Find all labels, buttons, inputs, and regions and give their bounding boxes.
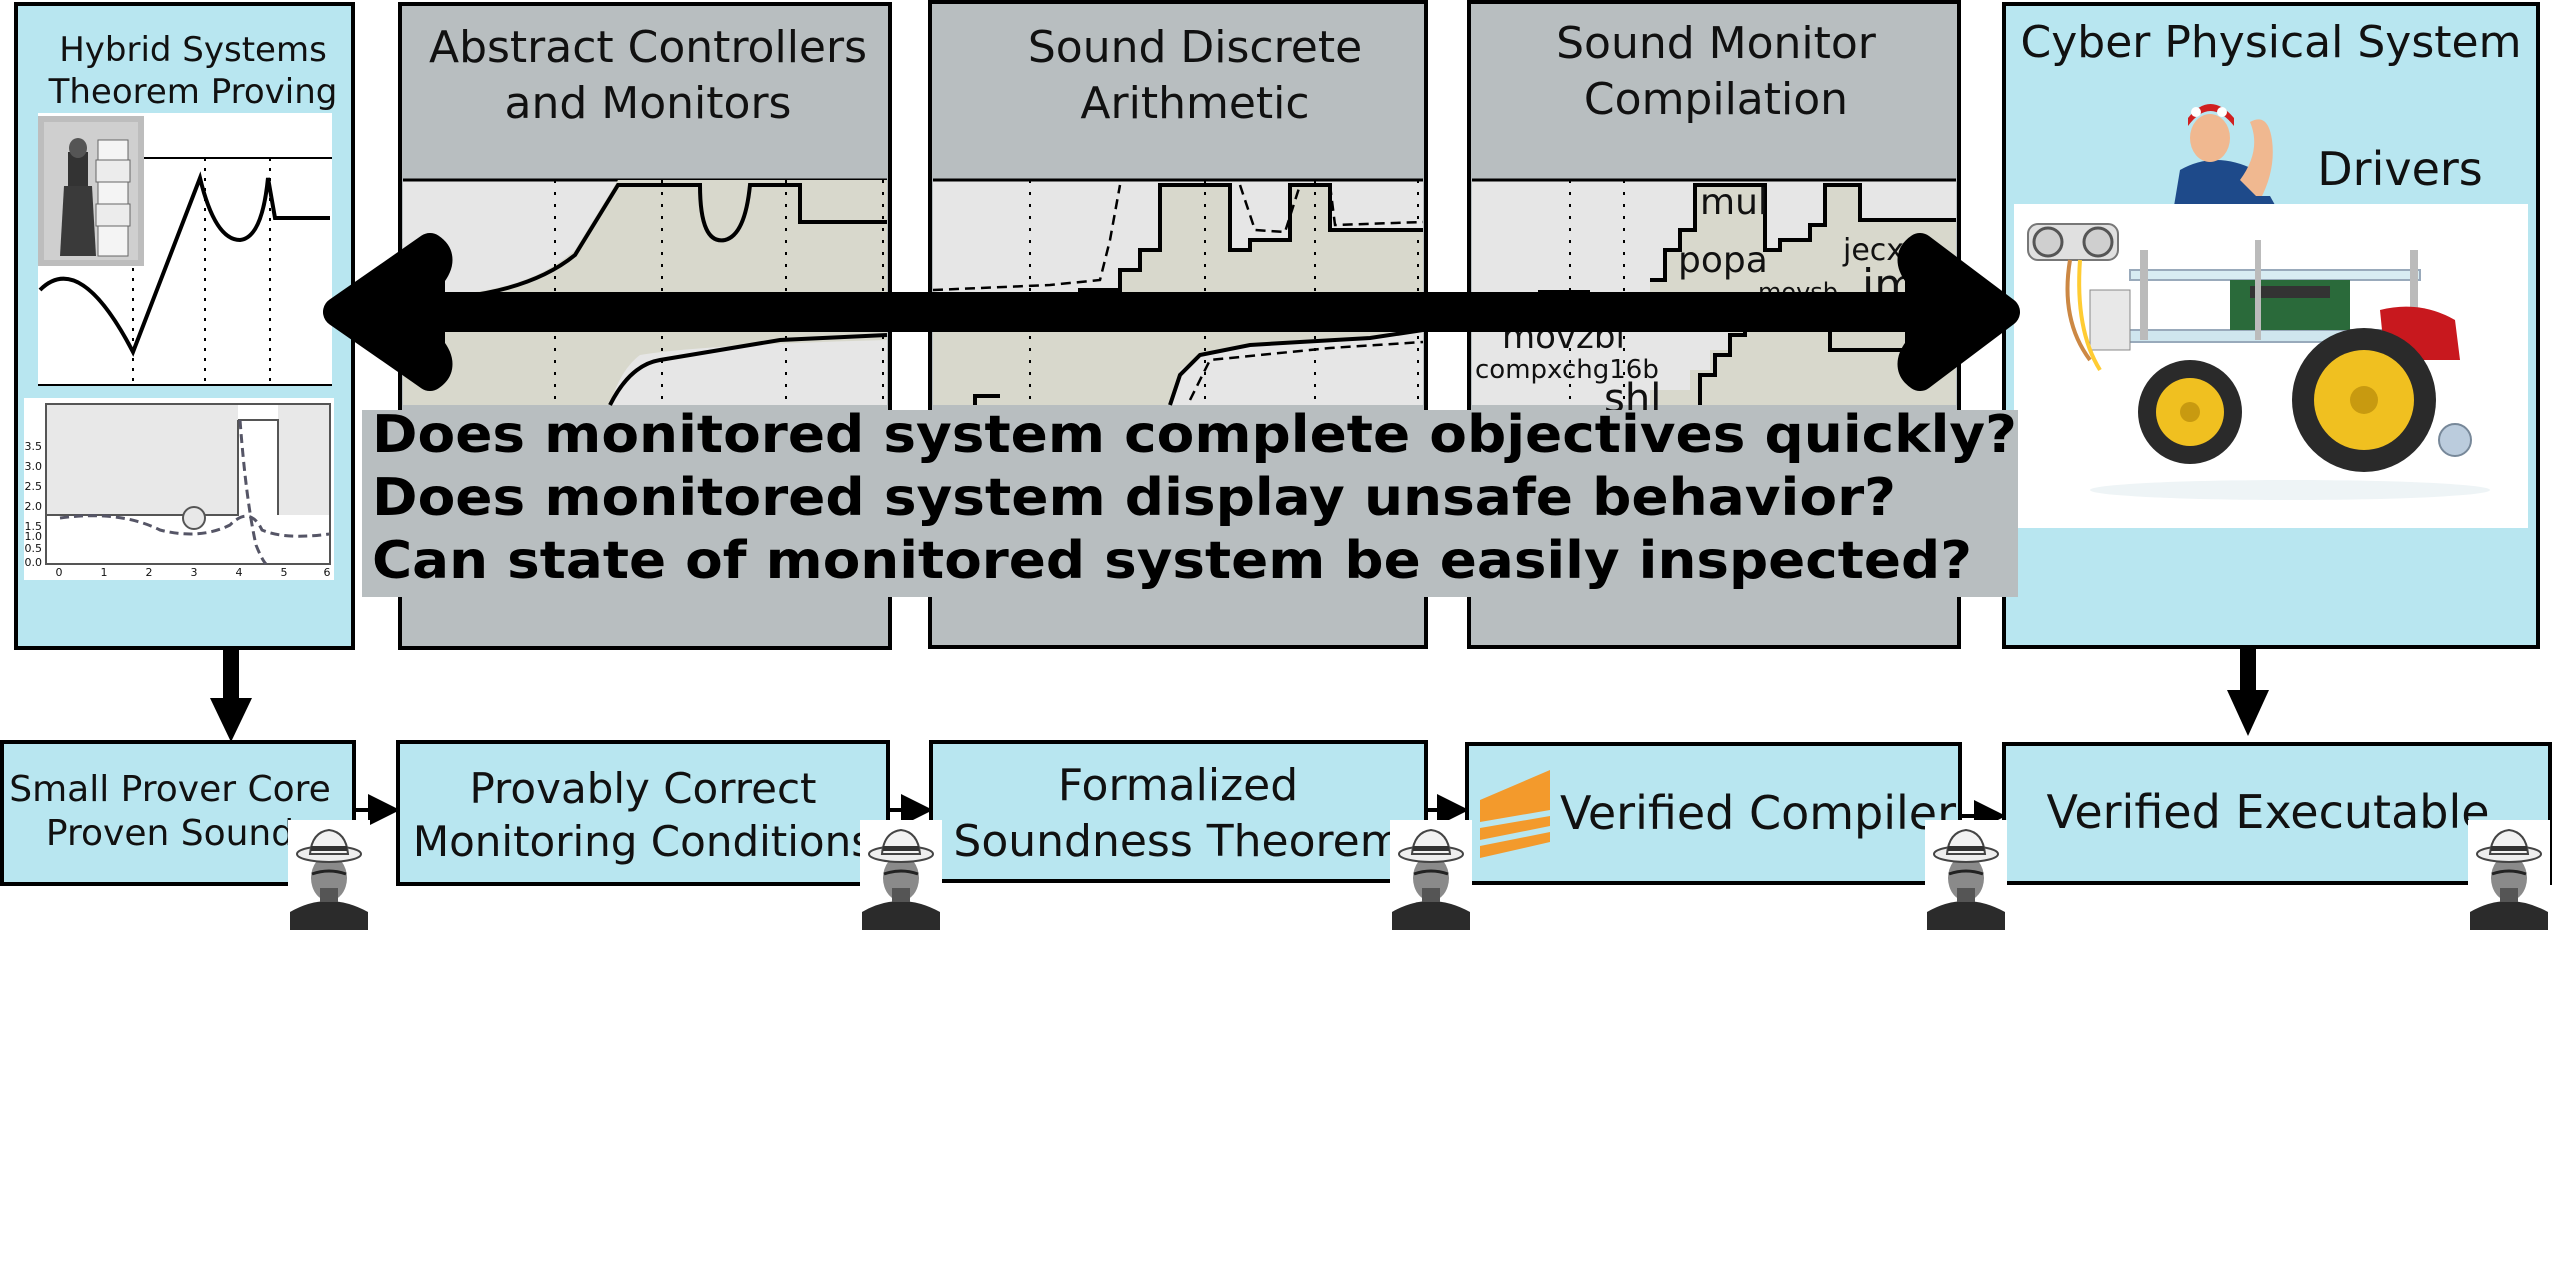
monitoring-conditions-box: Provably Correct Monitoring Conditions [396, 740, 890, 886]
x-tick-label: 3 [191, 566, 198, 579]
prover-line1: Small Prover Core [9, 769, 331, 810]
y-tick-label: 3.0 [25, 460, 43, 473]
x-tick-label: 1 [101, 566, 108, 579]
controllers-title-line1: Abstract Controllers [429, 22, 867, 73]
down-arrow-left [210, 648, 252, 742]
monitoring-line2: Monitoring Conditions [413, 817, 873, 866]
cake-icon [1480, 770, 1550, 858]
x-tick-label: 0 [56, 566, 63, 579]
y-tick-label: 0.0 [25, 556, 43, 569]
question-1: Does monitored system complete objective… [372, 405, 2017, 465]
y-tick-label: 2.5 [25, 480, 43, 493]
question-2: Does monitored system display unsafe beh… [372, 468, 1896, 528]
instr-mul: mul [1700, 182, 1768, 223]
hybrid-title-line2: Theorem Proving [48, 72, 338, 112]
compilation-title-line2: Compilation [1584, 74, 1848, 125]
double-headed-arrow [323, 233, 2020, 391]
soundness-line2: Soundness Theorem [953, 816, 1402, 867]
soundness-line1: Formalized [1058, 760, 1298, 811]
y-tick-label: 1.0 [25, 530, 43, 543]
x-tick-label: 5 [281, 566, 288, 579]
x-tick-label: 6 [324, 566, 331, 579]
verified-person-icon [1388, 818, 1474, 932]
down-arrow-right [2227, 648, 2269, 736]
verified-person-icon [858, 818, 944, 932]
y-tick-label: 0.5 [25, 542, 43, 555]
historical-photo [38, 116, 144, 266]
soundness-theorem-box: Formalized Soundness Theorem [929, 740, 1428, 883]
verified-person-icon [1923, 818, 2009, 932]
x-tick-label: 4 [236, 566, 243, 579]
robot-car-image [2014, 204, 2528, 528]
verified-executable-box: Verified Executable [2002, 742, 2552, 885]
arithmetic-title-line1: Sound Discrete [1028, 22, 1362, 73]
controllers-title-line2: and Monitors [505, 78, 792, 129]
rosie-icon [2164, 92, 2282, 218]
hybrid-title-line1: Hybrid Systems [59, 30, 327, 70]
question-3: Can state of monitored system be easily … [372, 531, 1972, 591]
y-tick-label: 2.0 [25, 500, 43, 513]
y-tick-label: 3.5 [25, 440, 43, 453]
compiler-label: Verified Compiler [1560, 786, 1956, 840]
cps-title: Cyber Physical System [2021, 17, 2522, 68]
verified-person-icon [2466, 818, 2552, 932]
robot-path-plot: 3.5 3.0 2.5 2.0 1.5 1.0 0.5 0.0 0 1 2 3 … [24, 398, 334, 580]
arithmetic-title-line2: Arithmetic [1080, 78, 1309, 129]
instr-compxchg16b: compxchg16b [1475, 355, 1659, 385]
prover-line2: Proven Sound [46, 813, 294, 854]
executable-label: Verified Executable [2046, 785, 2489, 839]
monitoring-line1: Provably Correct [469, 764, 816, 813]
hybrid-systems-panel: Hybrid Systems Theorem Proving [14, 2, 355, 650]
x-tick-label: 2 [146, 566, 153, 579]
verified-compiler-box: Verified Compiler [1465, 742, 1962, 885]
drivers-label: Drivers [2317, 142, 2483, 196]
compilation-title-line1: Sound Monitor [1556, 18, 1877, 69]
y-tick-label: 1.5 [25, 520, 43, 533]
verified-person-icon [286, 818, 372, 932]
cps-panel: Cyber Physical System Drivers [2002, 2, 2540, 649]
instr-popa: popa [1678, 240, 1768, 281]
questions-box: Does monitored system complete objective… [362, 405, 2018, 597]
